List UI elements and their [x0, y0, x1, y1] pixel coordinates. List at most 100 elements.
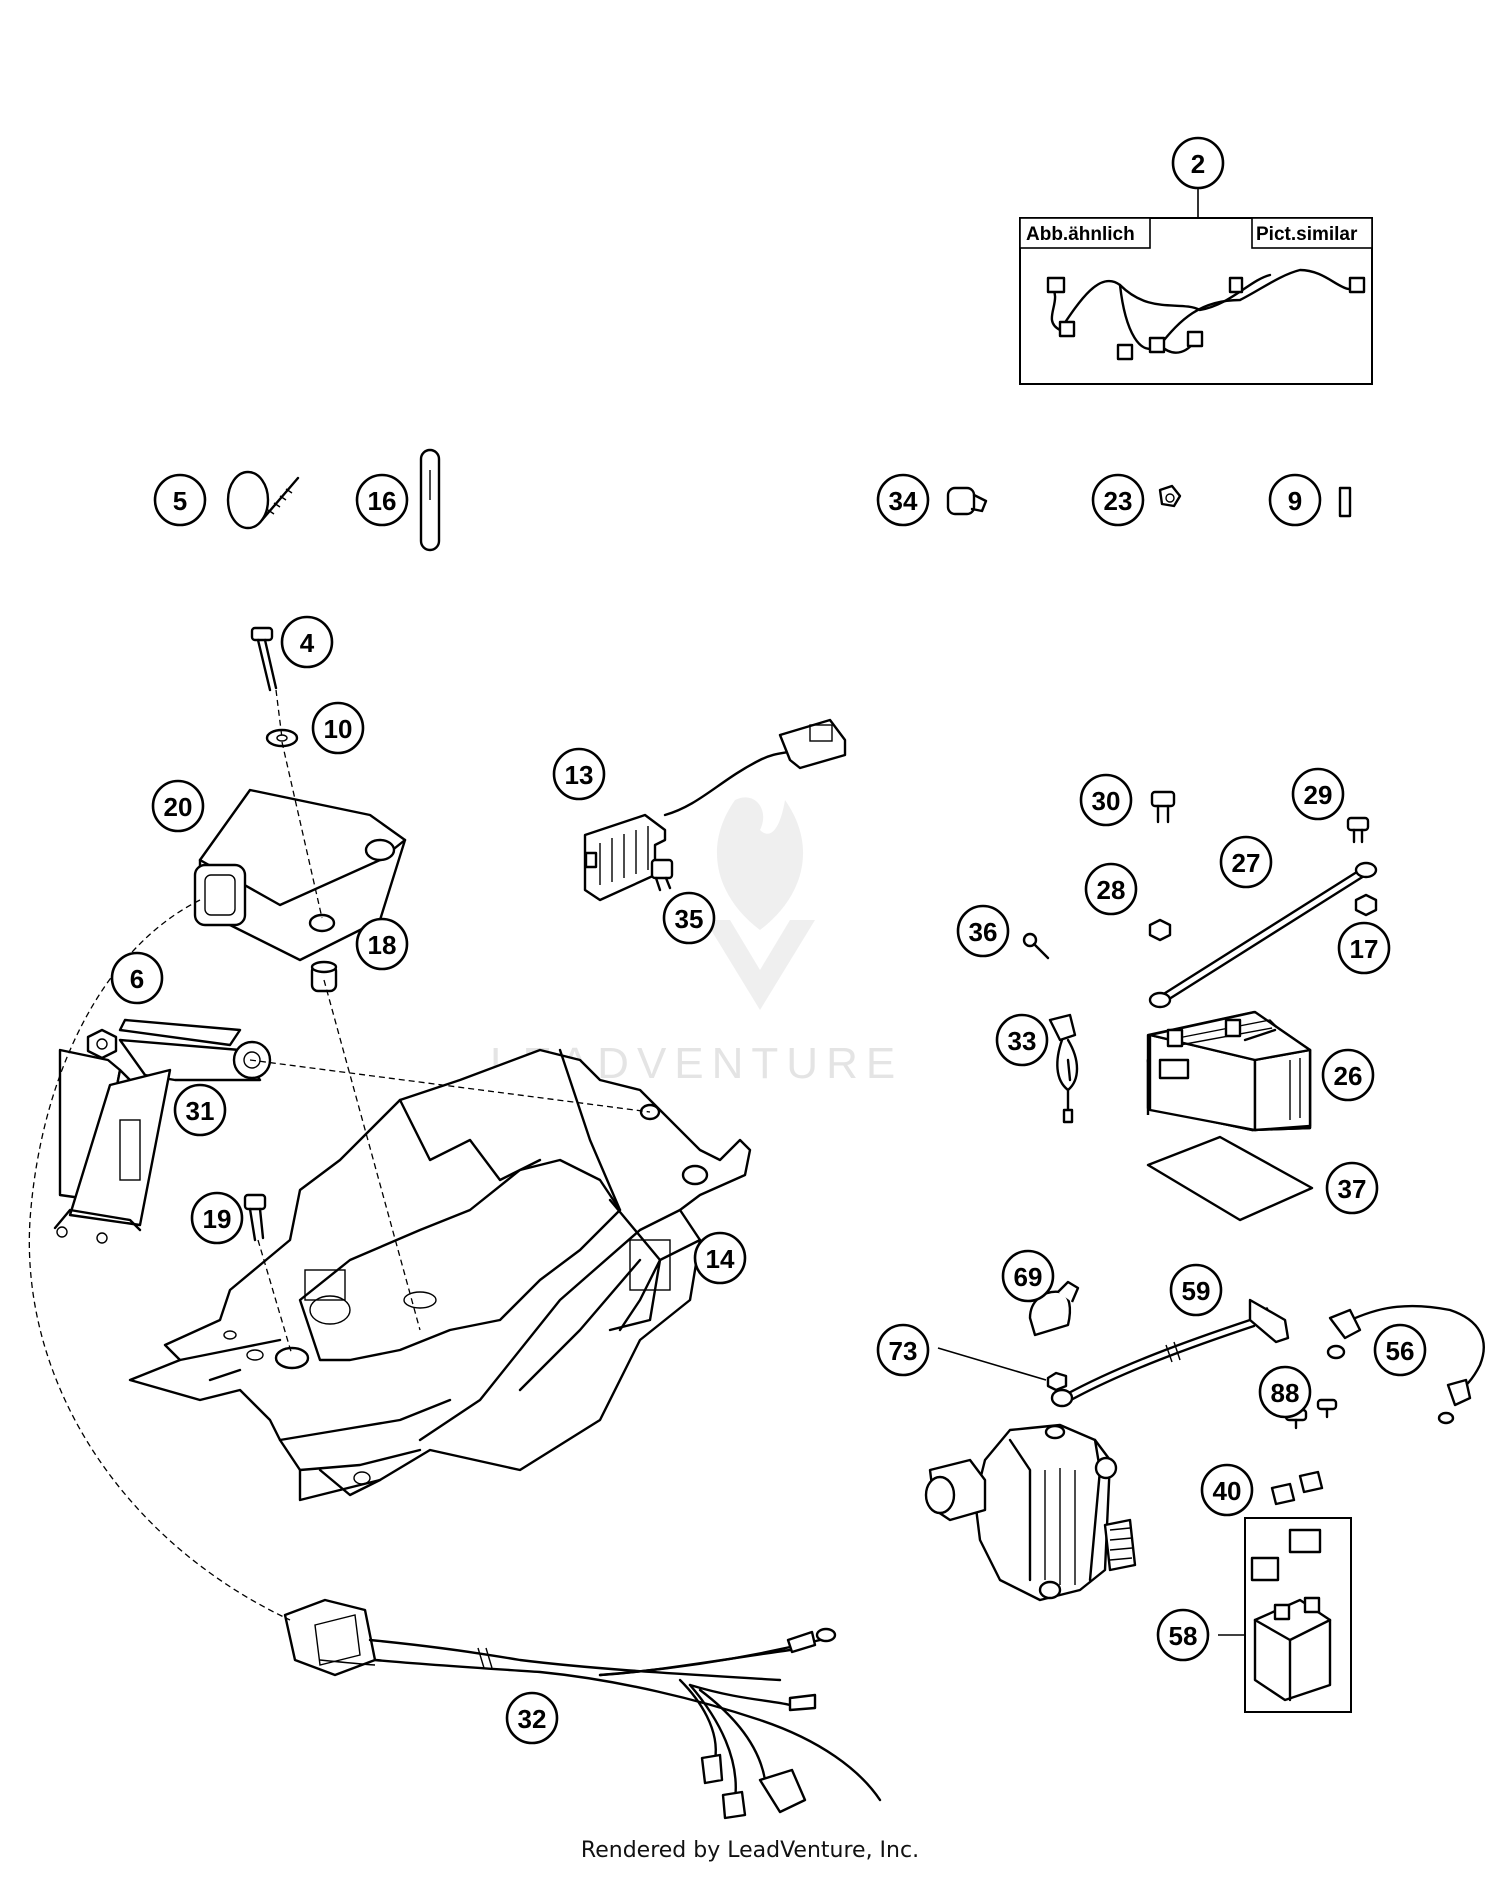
callout-34: 34	[876, 473, 930, 527]
callout-30: 30	[1079, 773, 1133, 827]
svg-text:27: 27	[1232, 848, 1261, 878]
svg-text:18: 18	[368, 930, 397, 960]
callout-32: 32	[505, 1691, 559, 1745]
svg-text:4: 4	[300, 628, 315, 658]
callout-31: 31	[173, 1083, 227, 1137]
bolt-19	[243, 1193, 267, 1242]
callout-37: 37	[1325, 1161, 1379, 1215]
cap-69	[1028, 1280, 1080, 1337]
callout-4: 4	[280, 615, 334, 669]
nut-6	[86, 1028, 118, 1060]
svg-text:56: 56	[1386, 1336, 1415, 1366]
fuse-9	[1338, 486, 1352, 518]
svg-text:5: 5	[173, 486, 187, 516]
dashed-leaders	[28, 689, 651, 1621]
callout-36: 36	[956, 904, 1010, 958]
fuses-40	[1270, 1470, 1324, 1506]
inset-label-left: Abb.ähnlich	[1026, 224, 1135, 245]
cable-56	[1326, 1304, 1485, 1425]
svg-text:31: 31	[186, 1096, 215, 1126]
callout-5: 5	[153, 473, 207, 527]
callout-6: 6	[110, 951, 164, 1005]
inset-label-right: Pict.similar	[1256, 224, 1358, 245]
nut-73	[1046, 1371, 1068, 1392]
callout-16: 16	[355, 473, 409, 527]
bolt-30	[1150, 790, 1176, 824]
grommet-18	[310, 960, 338, 993]
svg-text:73: 73	[889, 1336, 918, 1366]
svg-text:59: 59	[1182, 1276, 1211, 1306]
callout-9: 9	[1268, 473, 1322, 527]
svg-text:35: 35	[675, 904, 704, 934]
svg-text:69: 69	[1014, 1262, 1043, 1292]
nut-28	[1148, 918, 1172, 942]
svg-text:88: 88	[1271, 1378, 1300, 1408]
callout-58: 58	[1156, 1608, 1210, 1662]
svg-text:32: 32	[518, 1704, 547, 1734]
callout-27: 27	[1219, 835, 1273, 889]
svg-text:58: 58	[1169, 1621, 1198, 1651]
callout-23: 23	[1091, 473, 1145, 527]
svg-text:6: 6	[130, 964, 144, 994]
svg-text:20: 20	[164, 792, 193, 822]
callout-2: 2	[1171, 136, 1225, 190]
cable-27	[1148, 861, 1378, 1009]
svg-text:9: 9	[1288, 486, 1302, 516]
strap-16	[419, 448, 441, 552]
battery-26	[1146, 1010, 1312, 1132]
nut-17	[1354, 893, 1378, 917]
cable-tie-5	[226, 470, 300, 530]
screw-36	[1022, 932, 1050, 960]
svg-text:29: 29	[1304, 780, 1333, 810]
callout-69: 69	[1001, 1249, 1055, 1303]
svg-text:23: 23	[1104, 486, 1133, 516]
callout-28: 28	[1084, 862, 1138, 916]
svg-text:30: 30	[1092, 786, 1121, 816]
callout-13: 13	[552, 747, 606, 801]
ecu-20	[193, 788, 407, 962]
svg-text:37: 37	[1338, 1174, 1367, 1204]
regulator-13	[583, 718, 847, 902]
svg-text:14: 14	[706, 1244, 735, 1274]
wiring-harness-32	[283, 1598, 882, 1820]
clip-23	[1158, 484, 1182, 508]
callout-73: 73	[876, 1323, 930, 1377]
callout-10: 10	[311, 701, 365, 755]
electronics-carrier-14	[128, 1048, 752, 1502]
svg-text:40: 40	[1213, 1476, 1242, 1506]
svg-text:19: 19	[203, 1204, 232, 1234]
svg-text:13: 13	[565, 760, 594, 790]
bolt-4	[250, 626, 278, 692]
callout-35: 35	[662, 891, 716, 945]
svg-text:17: 17	[1350, 934, 1379, 964]
relay-58	[1244, 1517, 1352, 1713]
bolt-35	[650, 858, 674, 892]
pad-37	[1146, 1135, 1314, 1222]
callout-40: 40	[1200, 1463, 1254, 1517]
fuse-holder-33	[1048, 1013, 1079, 1124]
svg-text:2: 2	[1191, 149, 1205, 179]
callout-88: 88	[1258, 1365, 1312, 1419]
clip-34	[946, 486, 988, 516]
bracket-31	[53, 1018, 272, 1244]
svg-text:26: 26	[1334, 1061, 1363, 1091]
bolt-29	[1346, 816, 1370, 844]
callout-20: 20	[151, 779, 205, 833]
callout-14: 14	[693, 1231, 747, 1285]
callout-18: 18	[355, 917, 409, 971]
callout-19: 19	[190, 1191, 244, 1245]
callout-17: 17	[1337, 921, 1391, 975]
callout-29: 29	[1291, 767, 1345, 821]
callout-33: 33	[995, 1013, 1049, 1067]
cable-59	[1050, 1298, 1290, 1408]
svg-text:36: 36	[969, 917, 998, 947]
callout-59: 59	[1169, 1263, 1223, 1317]
callout-26: 26	[1321, 1048, 1375, 1102]
svg-text:28: 28	[1097, 875, 1126, 905]
starter-motor	[924, 1423, 1137, 1602]
svg-text:33: 33	[1008, 1026, 1037, 1056]
inset-harness-illustration: Abb.ähnlich Pict.similar	[1019, 188, 1373, 385]
callouts: 2 5 16 34 23 9 4 10 20 18 6 31 19 14 13 …	[110, 136, 1427, 1745]
footer-credit: Rendered by LeadVenture, Inc.	[580, 1838, 920, 1863]
